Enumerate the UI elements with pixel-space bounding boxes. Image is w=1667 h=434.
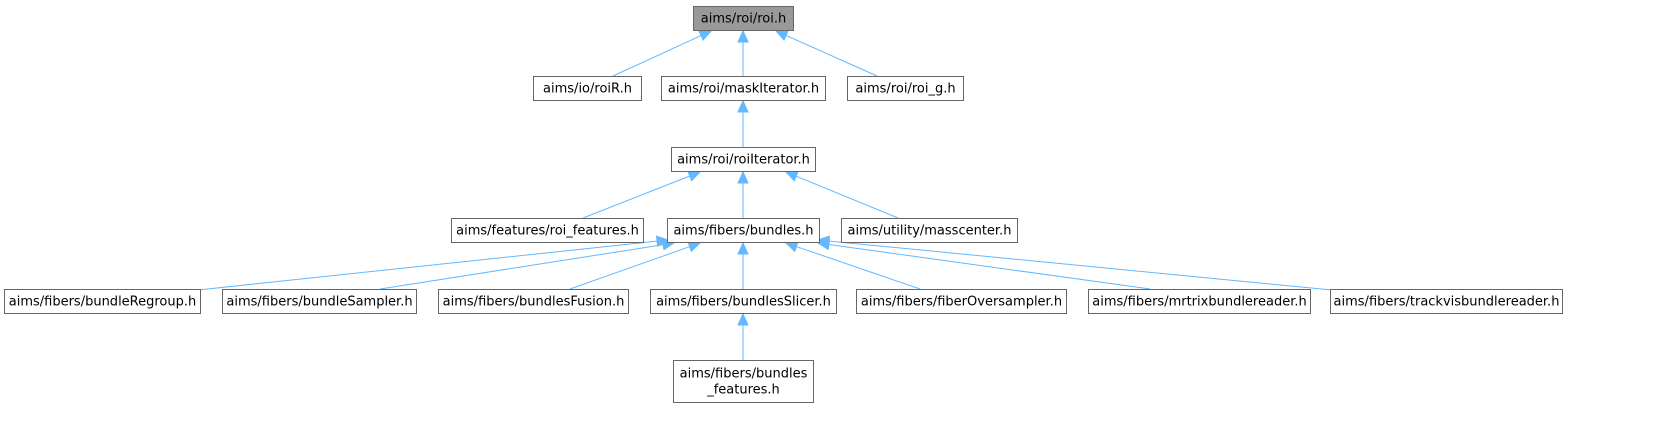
arrowhead-bundles_h-to-roiIterator_h [737,170,749,184]
node-label: aims/fibers/bundles [680,367,808,382]
node-box [847,76,964,101]
node-roiR-h[interactable]: aims/io/roiR.h [533,76,642,101]
node-box [671,147,816,172]
node-fiberOversampler-h[interactable]: aims/fibers/fiberOversampler.h [856,289,1067,314]
edge-bundleRegroup_h-to-bundles_h [197,240,658,291]
node-bundlesFusion-h[interactable]: aims/fibers/bundlesFusion.h [438,289,629,314]
arrowhead-bundles_features_h-to-bundlesSlicer_h [737,312,749,326]
node-box [650,289,837,314]
node-box [1330,289,1563,314]
node-label: aims/fibers/trackvisbundlereader.h [1334,295,1560,310]
node-box [841,218,1018,243]
node-maskIterator-h[interactable]: aims/roi/maskIterator.h [661,76,826,101]
node-label: aims/fibers/bundleSampler.h [226,295,412,310]
node-box [533,76,642,101]
node-label: _features.h [706,383,780,398]
edge-roi_features_h-to-roiIterator_h [582,175,690,219]
edges-layer [197,29,1333,360]
node-label: aims/utility/masscenter.h [848,224,1012,239]
node-roi-g-h[interactable]: aims/roi/roi_g.h [847,76,964,101]
node-box [667,218,820,243]
node-box [673,360,814,403]
node-box [693,6,794,31]
node-bundleRegroup-h[interactable]: aims/fibers/bundleRegroup.h [4,289,201,314]
node-masscenter-h[interactable]: aims/utility/masscenter.h [841,218,1018,243]
arrowhead-bundlesSlicer_h-to-bundles_h [737,241,749,255]
arrowhead-roi_g_h-to-roi_h [774,30,789,41]
nodes-layer: aims/roi/roi.h aims/io/roiR.h aims/roi/mas… [4,6,1563,403]
node-bundleSampler-h[interactable]: aims/fibers/bundleSampler.h [222,289,417,314]
edge-bundlesFusion_h-to-bundles_h [569,246,690,290]
node-label: aims/fibers/bundles.h [673,224,813,239]
node-roi-h: aims/roi/roi.h [693,6,794,31]
node-box [222,289,417,314]
node-label: aims/roi/roi.h [701,12,786,27]
node-mrtrixbundlereader-h[interactable]: aims/fibers/mrtrixbundlereader.h [1088,289,1311,314]
arrowhead-trackvisbundlereader_h-to-bundles_h [816,235,831,247]
node-label: aims/io/roiR.h [543,82,632,97]
node-label: aims/features/roi_features.h [456,224,639,239]
node-label: aims/roi/roi_g.h [855,82,955,97]
node-box [1088,289,1311,314]
node-label: aims/fibers/bundleRegroup.h [9,295,197,310]
node-trackvisbundlereader-h[interactable]: aims/fibers/trackvisbundlereader.h [1330,289,1563,314]
edge-bundleSampler_h-to-bundles_h [379,244,664,290]
arrowhead-maskIterator_h-to-roi_h [737,29,749,43]
node-box [661,76,826,101]
edge-roi_g_h-to-roi_h [785,35,878,77]
node-box [4,289,201,314]
arrowhead-roi_features_h-to-roiIterator_h [687,170,702,182]
node-box [856,289,1067,314]
edge-fiberOversampler_h-to-bundles_h [796,246,921,290]
node-label: aims/fibers/bundlesSlicer.h [656,295,831,310]
edge-trackvisbundlereader_h-to-bundles_h [828,240,1333,291]
node-label: aims/fibers/fiberOversampler.h [861,295,1062,310]
node-roi-features-h[interactable]: aims/features/roi_features.h [451,218,644,243]
node-box [438,289,629,314]
node-roiIterator-h[interactable]: aims/roi/roiIterator.h [671,147,816,172]
edge-roiR_h-to-roi_h [612,35,702,77]
node-label: aims/fibers/bundlesFusion.h [443,295,625,310]
arrowhead-masscenter_h-to-roiIterator_h [784,171,799,182]
arrowhead-roiIterator_h-to-maskIterator_h [737,99,749,113]
arrowhead-bundlesFusion_h-to-bundles_h [687,241,702,253]
arrowhead-roiR_h-to-roi_h [698,30,713,42]
node-bundles-h[interactable]: aims/fibers/bundles.h [667,218,820,243]
node-box [451,218,644,243]
node-bundlesSlicer-h[interactable]: aims/fibers/bundlesSlicer.h [650,289,837,314]
edge-masscenter_h-to-roiIterator_h [795,175,899,219]
node-label: aims/roi/roiIterator.h [677,153,810,168]
arrowhead-fiberOversampler_h-to-bundles_h [784,241,799,253]
edge-mrtrixbundlereader_h-to-bundles_h [828,244,1151,290]
node-label: aims/roi/maskIterator.h [668,82,819,97]
node-label: aims/fibers/mrtrixbundlereader.h [1092,295,1306,310]
node-bundles-features-h[interactable]: aims/fibers/bundles_features.h [673,360,814,403]
